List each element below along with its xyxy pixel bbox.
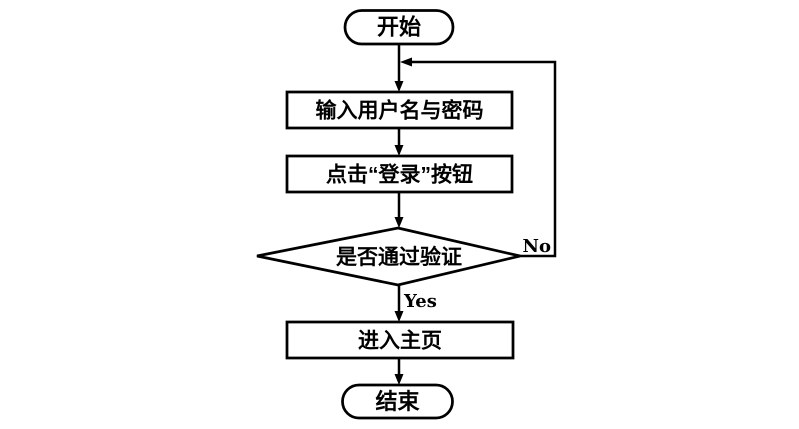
connector-yes-to-home bbox=[394, 285, 404, 322]
arrowhead-down-icon bbox=[394, 81, 404, 92]
arrowhead-down-icon bbox=[394, 374, 404, 385]
node-start: 开始 bbox=[343, 9, 455, 46]
connector-start-to-input bbox=[394, 44, 404, 92]
connector-click-to-decision bbox=[394, 192, 404, 228]
arrowhead-down-icon bbox=[394, 145, 404, 156]
arrowhead-down-icon bbox=[394, 311, 404, 322]
node-end: 结束 bbox=[341, 383, 454, 420]
node-click-login: 点击“登录”按钮 bbox=[285, 154, 514, 194]
node-end-label: 结束 bbox=[375, 389, 420, 414]
node-enter-home-label: 进入主页 bbox=[358, 330, 442, 353]
connector-input-to-click bbox=[394, 128, 404, 156]
node-decision-verify: 是否通过验证 bbox=[256, 226, 521, 287]
node-input-credentials: 输入用户名与密码 bbox=[285, 90, 514, 130]
arrowhead-left-icon bbox=[400, 57, 412, 67]
connector-home-to-end bbox=[394, 358, 404, 385]
connector-no-loopback bbox=[400, 57, 557, 258]
node-click-login-label: 点击“登录”按钮 bbox=[326, 163, 473, 187]
edge-label-yes: Yes bbox=[403, 291, 437, 312]
arrowhead-down-icon bbox=[394, 217, 404, 228]
node-input-credentials-label: 输入用户名与密码 bbox=[316, 99, 484, 123]
node-start-label: 开始 bbox=[377, 15, 421, 40]
node-decision-verify-label: 是否通过验证 bbox=[336, 245, 462, 269]
edge-label-no: No bbox=[523, 236, 551, 257]
node-enter-home: 进入主页 bbox=[285, 320, 515, 360]
